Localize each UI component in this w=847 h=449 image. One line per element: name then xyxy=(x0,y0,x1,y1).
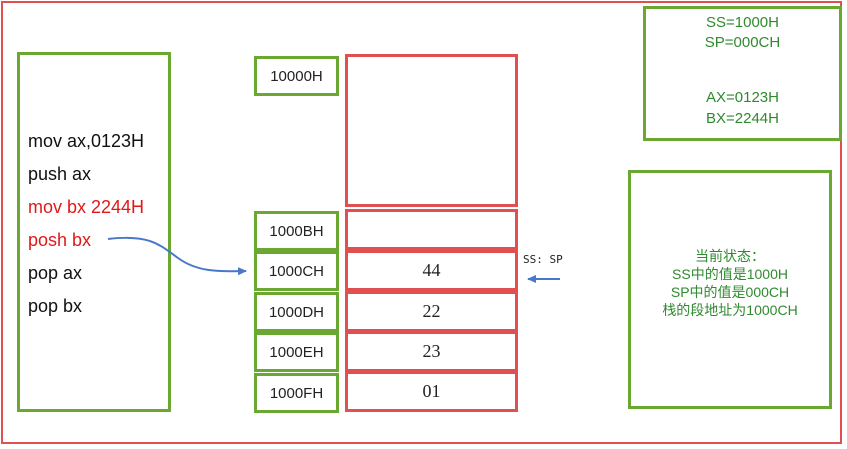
address-label-10000H: 10000H xyxy=(254,56,339,96)
code-line-3: mov bx 2244H xyxy=(28,197,145,217)
stack-cell-1000EH: 23 xyxy=(345,331,518,372)
state-line-ss: SS中的值是1000H xyxy=(672,266,788,282)
stack-upper-region xyxy=(345,54,518,207)
code-line-2: push ax xyxy=(28,164,92,184)
address-label-1000FH: 1000FH xyxy=(254,373,339,413)
code-line-4: posh bx xyxy=(28,230,92,250)
code-listing-box: mov ax,0123H push ax mov bx 2244H posh b… xyxy=(17,52,171,412)
instruction-to-address-arrow xyxy=(107,236,247,276)
address-label-1000EH: 1000EH xyxy=(254,332,339,372)
stack-cell-1000CH: 44 xyxy=(345,250,518,291)
code-line-1: mov ax,0123H xyxy=(28,131,145,151)
address-label-1000DH: 1000DH xyxy=(254,292,339,332)
stack-pointer-label: SS: SP xyxy=(523,253,563,266)
stack-cell-1000FH: 01 xyxy=(345,371,518,412)
code-line-5: pop ax xyxy=(28,263,83,283)
register-ss: SS=1000H xyxy=(706,14,779,31)
register-values-box: SS=1000H SP=000CH AX=0123H BX=2244H xyxy=(643,6,842,141)
code-line-6: pop bx xyxy=(28,296,83,316)
state-line-segment: 栈的段地址为1000CH xyxy=(662,302,798,318)
outer-frame xyxy=(1,1,842,444)
register-ax: AX=0123H xyxy=(706,89,779,106)
state-line-sp: SP中的值是000CH xyxy=(670,284,790,300)
stack-cell-1000BH xyxy=(345,209,518,250)
register-bx: BX=2244H xyxy=(706,110,779,127)
state-title: 当前状态： xyxy=(695,248,765,264)
address-label-1000CH: 1000CH xyxy=(254,251,339,291)
address-label-1000BH: 1000BH xyxy=(254,211,339,251)
register-sp: SP=000CH xyxy=(704,34,781,51)
stack-cell-1000DH: 22 xyxy=(345,291,518,332)
current-state-box: 当前状态： SS中的值是1000H SP中的值是000CH 栈的段地址为1000… xyxy=(628,170,832,409)
